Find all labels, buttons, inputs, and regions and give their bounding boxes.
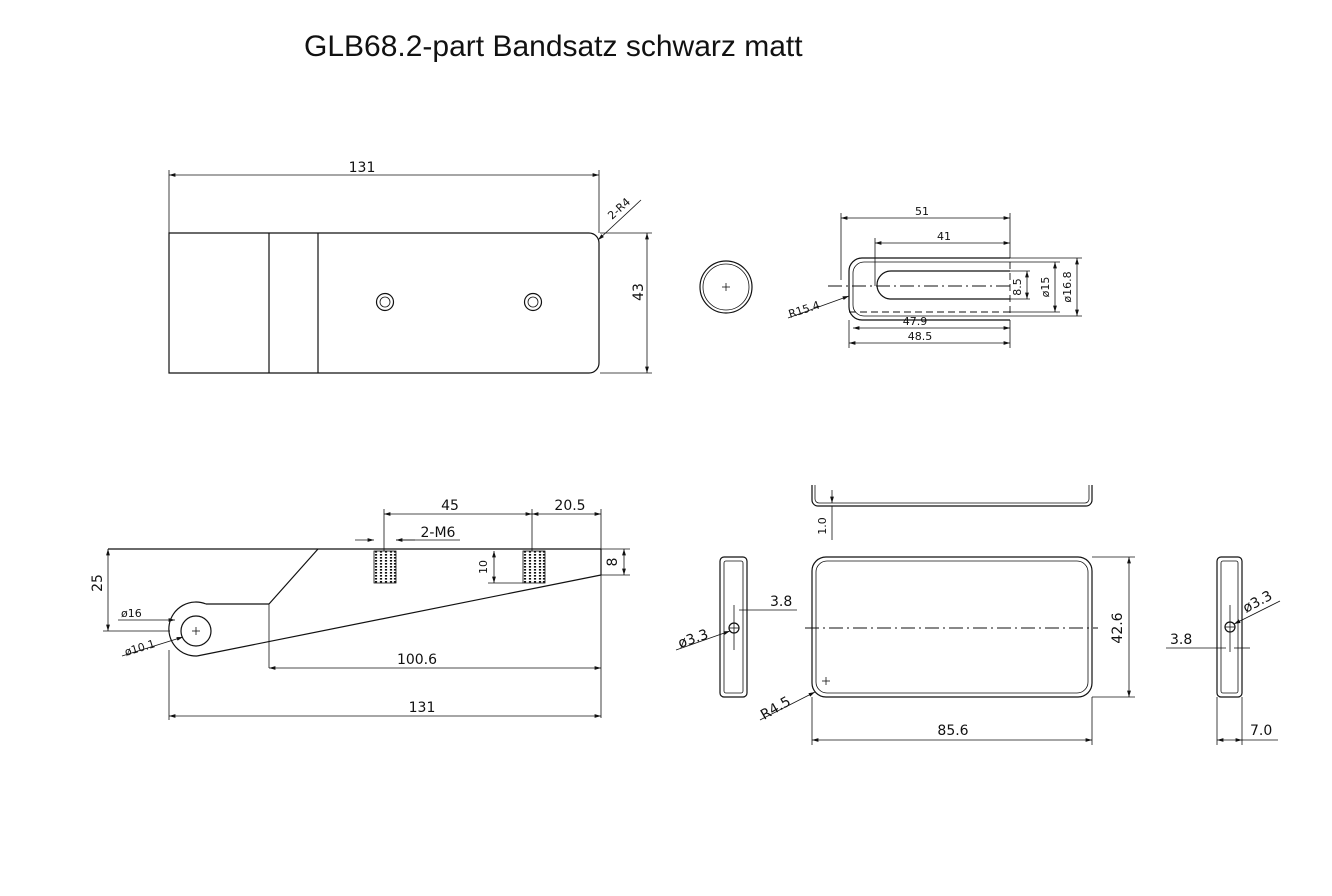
dim-label: 1.0 xyxy=(816,517,829,535)
dim-label: 8.5 xyxy=(1011,278,1024,296)
dim-label: 41 xyxy=(937,230,951,243)
dim-label: R4.5 xyxy=(758,694,794,724)
dim-label: ø16 xyxy=(121,607,142,620)
page-title: GLB68.2-part Bandsatz schwarz matt xyxy=(304,30,803,63)
dim-label: 7.0 xyxy=(1250,723,1272,739)
dim-label: 45 xyxy=(441,498,459,514)
dim-label: ø16.8 xyxy=(1061,271,1074,302)
side-bar-left: 3.8 ø3.3 xyxy=(675,556,797,698)
dim-label: 131 xyxy=(349,160,376,176)
dim-label: 8 xyxy=(605,558,621,567)
lever-side-view: 45 20.5 2-M6 10 8 25 ø16 ø10.1 100.6 131 xyxy=(90,498,630,720)
bar-top-view: 131 2-R4 43 xyxy=(168,160,652,374)
dim-label: 25 xyxy=(90,574,106,592)
dim-label: 42.6 xyxy=(1110,612,1126,643)
threaded-hole xyxy=(522,550,546,584)
dim-label: R15.4 xyxy=(787,299,822,321)
dim-label: 131 xyxy=(409,700,436,716)
dim-label: 51 xyxy=(915,205,929,218)
dim-label: 2-R4 xyxy=(605,195,633,222)
dim-label: 3.8 xyxy=(1170,632,1192,648)
side-bar-right: ø3.3 3.8 7.0 xyxy=(1166,556,1281,745)
dim-label: 85.6 xyxy=(937,723,968,739)
dim-label: ø10.1 xyxy=(123,637,157,659)
dim-label: 43 xyxy=(631,283,647,301)
dim-label: 48.5 xyxy=(908,330,933,343)
screw-hole xyxy=(523,292,543,312)
dim-label: 47.9 xyxy=(903,315,928,328)
dim-label: 3.8 xyxy=(770,594,792,610)
dim-label: 10 xyxy=(477,560,490,574)
plate-front-view: 42.6 R4.5 85.6 xyxy=(758,556,1135,745)
dim-label: ø15 xyxy=(1039,277,1052,298)
dim-label: 100.6 xyxy=(397,652,437,668)
dim-label: ø3.3 xyxy=(676,627,710,652)
plate-edge-view: 1.0 xyxy=(811,485,1093,540)
threaded-hole xyxy=(373,550,397,584)
dim-label: 20.5 xyxy=(554,498,585,514)
thread-callout: 2-M6 xyxy=(421,525,456,541)
screw-hole xyxy=(375,292,395,312)
tube-cap-view: 51 41 R15.4 8.5 ø15 ø16.8 47.9 48.5 xyxy=(787,205,1082,348)
end-cap-circle xyxy=(699,260,753,314)
